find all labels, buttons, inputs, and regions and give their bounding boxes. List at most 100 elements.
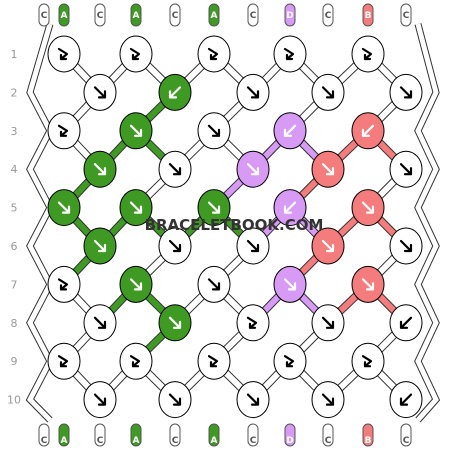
knot-r4-k4[interactable] (311, 150, 345, 188)
strand-label-bottom-10: C (403, 436, 410, 446)
row-label-1: 1 (11, 48, 18, 61)
knot-r8-k2[interactable] (158, 304, 192, 342)
arrow-stroke (57, 124, 69, 137)
knot-shape (236, 304, 270, 342)
backward-knot-arrow-icon (168, 86, 182, 99)
forward-knot-arrow-icon (93, 163, 107, 176)
knot-r10-k1[interactable] (83, 381, 117, 419)
knot-r3-k3[interactable] (197, 112, 231, 150)
knot-r7-k5[interactable] (351, 265, 385, 303)
knot-r6-k1[interactable] (83, 227, 117, 265)
arrow-stroke (129, 355, 141, 368)
arrow-stroke (283, 201, 297, 214)
strand-tab-top-4 (169, 3, 181, 27)
knot-r1-k3[interactable] (197, 35, 231, 73)
knot-r8-k4[interactable] (311, 304, 345, 342)
forward-knot-arrow-icon (57, 201, 71, 214)
knot-r1-k4[interactable] (273, 35, 307, 73)
knot-r9-k2[interactable] (119, 342, 153, 380)
arrow-stroke (361, 124, 375, 137)
knot-r3-k4[interactable] (273, 112, 307, 150)
knot-r5-k2[interactable] (119, 189, 153, 227)
knot-r6-k5[interactable] (389, 227, 423, 265)
knot-r3-k1[interactable] (47, 112, 81, 150)
forward-knot-arrow-icon (93, 239, 107, 253)
forward-knot-arrow-icon (207, 124, 221, 137)
arrow-stroke (93, 163, 107, 176)
knot-r5-k5[interactable] (351, 189, 385, 227)
row-label-4: 4 (11, 163, 18, 176)
arrow-stroke (57, 355, 69, 368)
knot-r4-k1[interactable] (83, 150, 117, 188)
knot-r1-k1[interactable] (47, 35, 81, 73)
strand-tab-bottom-3 (130, 423, 142, 447)
strand-tab-top-8 (322, 3, 334, 27)
arrow-stroke (399, 239, 413, 253)
knot-r3-k2[interactable] (119, 112, 153, 150)
arrow-stroke (283, 124, 297, 137)
knot-r10-k3[interactable] (236, 381, 270, 419)
knot-r8-k5[interactable] (389, 304, 423, 342)
knot-r10-k5[interactable] (389, 381, 423, 419)
knot-r4-k2[interactable] (158, 150, 192, 188)
knot-r8-k1[interactable] (83, 304, 117, 342)
arrow-stroke (129, 47, 141, 61)
knot-r5-k3[interactable] (197, 189, 231, 227)
strand-tab-top-2 (94, 3, 106, 27)
arrow-stroke (321, 86, 335, 99)
knot-r1-k2[interactable] (119, 35, 153, 73)
knot-r7-k2[interactable] (119, 265, 153, 303)
arrow-stroke (283, 355, 295, 368)
knot-r2-k1[interactable] (83, 73, 117, 111)
knot-r10-k2[interactable] (158, 381, 192, 419)
knot-r6-k2[interactable] (158, 227, 192, 265)
arrow-stroke (93, 393, 107, 406)
forward-knot-arrow-icon (168, 239, 182, 253)
knot-shape (273, 342, 307, 380)
strand-tab-bottom-1 (58, 423, 70, 447)
backward-knot-arrow-icon (399, 393, 413, 406)
forward-backward-knot-arrow-icon (129, 47, 141, 61)
arrow-stroke (283, 47, 295, 61)
knot-r10-k4[interactable] (311, 381, 345, 419)
knot-r5-k4[interactable] (273, 189, 307, 227)
knot-r4-k5[interactable] (389, 150, 423, 188)
arrow-stroke (246, 163, 260, 176)
arrow-stroke (57, 278, 69, 291)
forward-knot-arrow-icon (321, 86, 335, 99)
strand-label-bottom-9: B (365, 436, 372, 446)
knot-r2-k4[interactable] (311, 73, 345, 111)
knot-r6-k4[interactable] (311, 227, 345, 265)
knot-r2-k2[interactable] (158, 73, 192, 111)
row-label-8: 8 (11, 317, 18, 330)
knot-r1-k5[interactable] (351, 35, 385, 73)
forward-knot-arrow-icon (361, 201, 375, 214)
arrow-stroke (93, 316, 107, 329)
knot-r7-k1[interactable] (47, 265, 81, 303)
knot-r7-k3[interactable] (197, 265, 231, 303)
forward-knot-arrow-icon (399, 163, 413, 176)
forward-knot-arrow-icon (321, 163, 335, 176)
knot-shape (197, 342, 231, 380)
knot-r2-k3[interactable] (236, 73, 270, 111)
knot-r9-k1[interactable] (47, 342, 81, 380)
knot-r4-k3[interactable] (236, 150, 270, 188)
arrow-stroke (361, 201, 375, 214)
knot-r6-k3[interactable] (236, 227, 270, 265)
knot-r9-k5[interactable] (351, 342, 385, 380)
arrow-stroke (207, 278, 221, 291)
knot-shape (351, 342, 385, 380)
strand-label-bottom-2: C (97, 436, 104, 446)
strand-tab-bottom-5 (208, 423, 220, 447)
knot-r7-k4[interactable] (273, 265, 307, 303)
knot-r3-k5[interactable] (351, 112, 385, 150)
forward-knot-arrow-icon (321, 239, 335, 253)
knot-r8-k3[interactable] (236, 304, 270, 342)
knot-r5-k1[interactable] (47, 189, 81, 227)
knot-r9-k3[interactable] (197, 342, 231, 380)
knot-r9-k4[interactable] (273, 342, 307, 380)
knot-r2-k5[interactable] (389, 73, 423, 111)
forward-knot-arrow-icon (399, 239, 413, 253)
strand-tab-bottom-7 (284, 423, 296, 447)
